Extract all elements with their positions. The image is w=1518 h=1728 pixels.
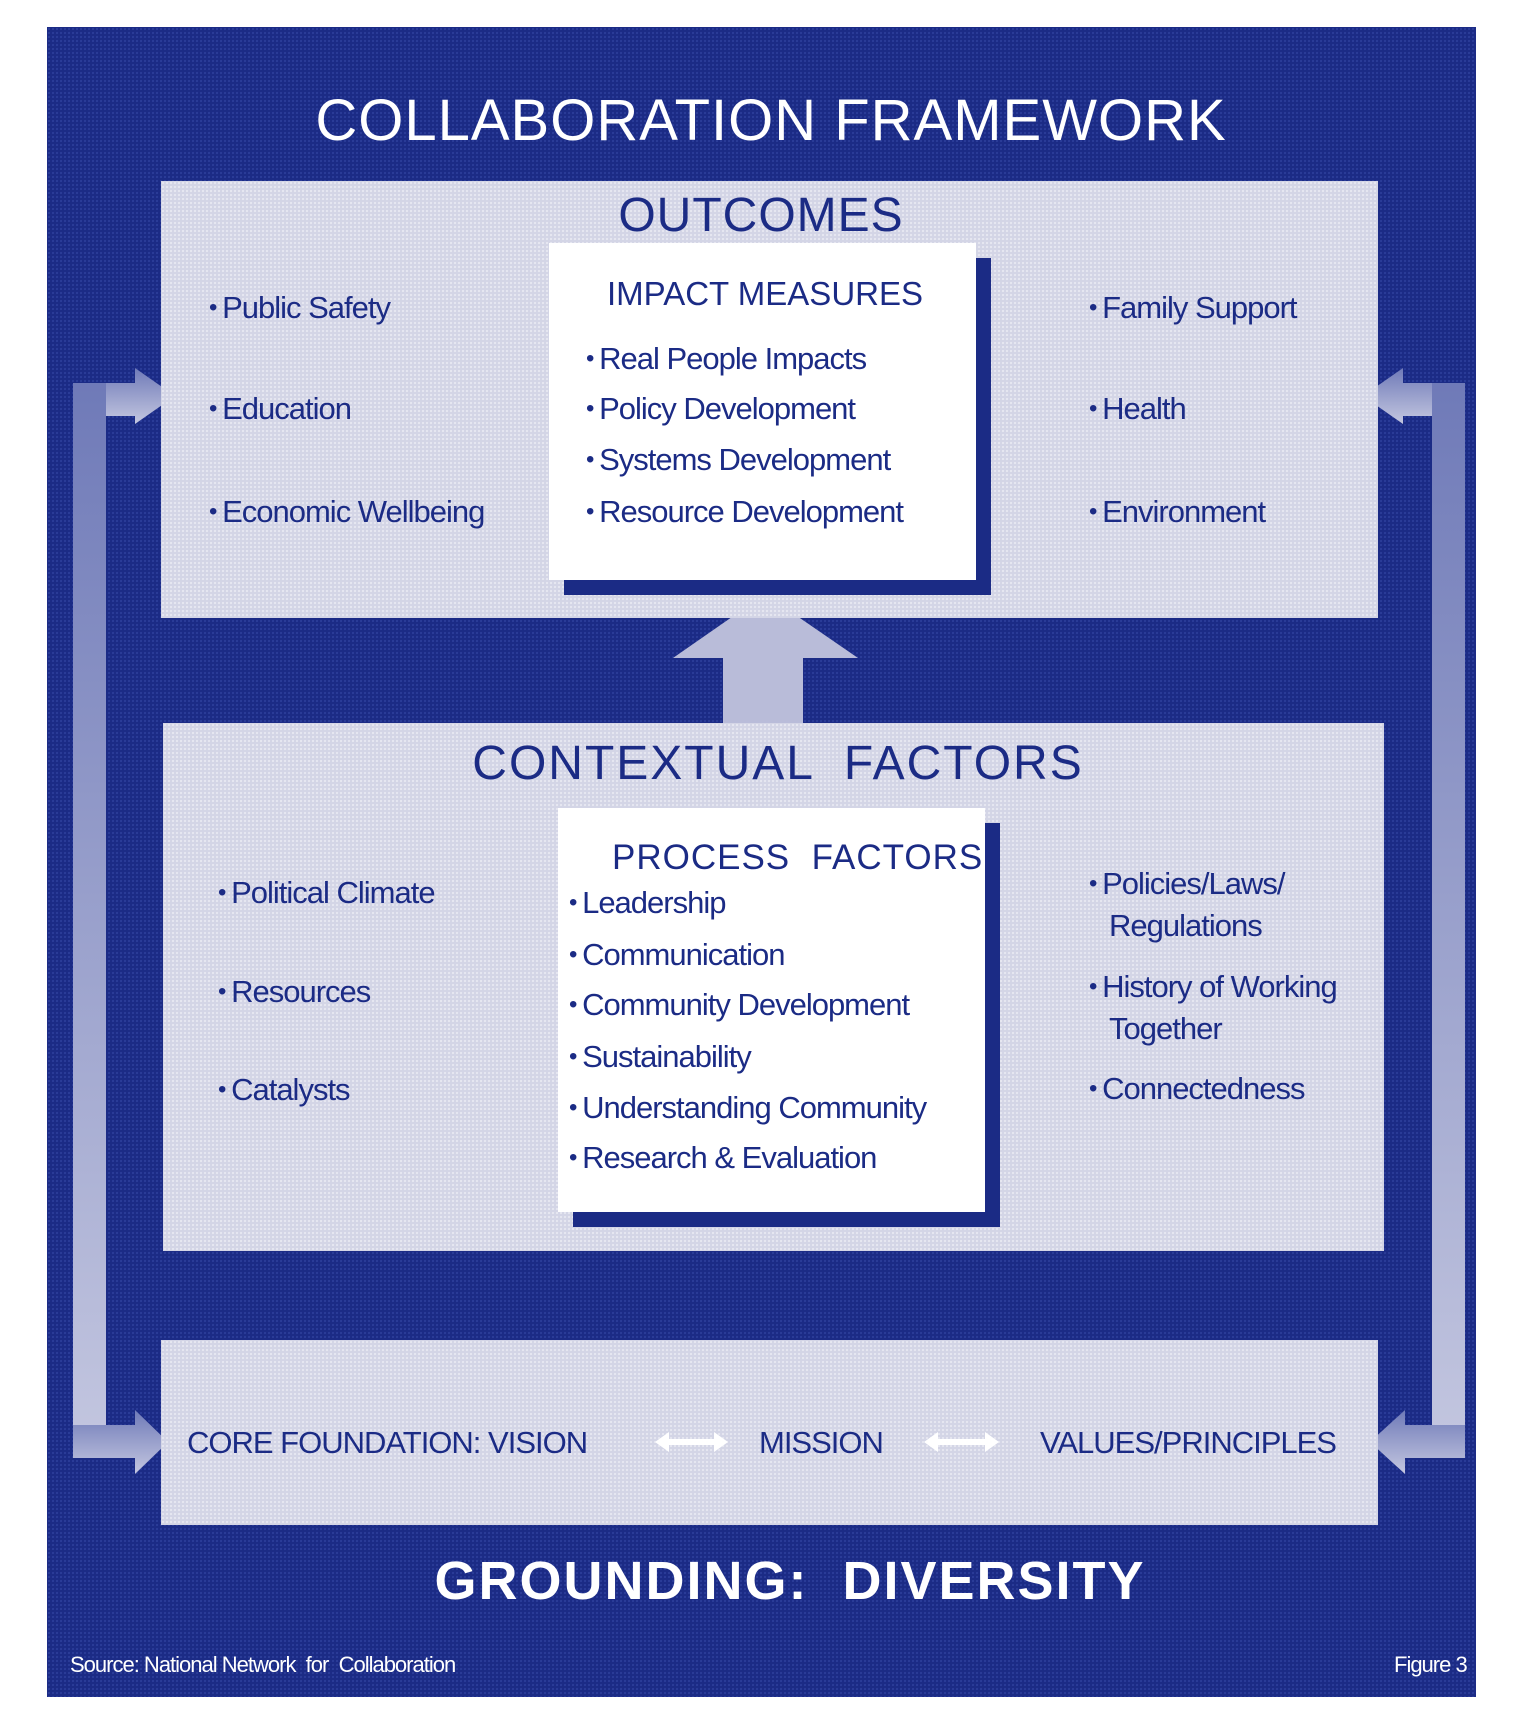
- impact-item: Resource Development: [586, 496, 904, 527]
- context-item: Connectedness: [1089, 1073, 1305, 1104]
- context-item-cont: Together: [1109, 1011, 1223, 1046]
- context-item: Catalysts: [218, 1074, 350, 1105]
- process-item: Community Development: [569, 989, 910, 1020]
- context-item: Policies/Laws/: [1089, 868, 1285, 899]
- impact-item: Policy Development: [586, 393, 856, 424]
- figure-number: Figure 3: [1394, 1652, 1468, 1677]
- page-title: COLLABORATION FRAMEWORK: [315, 88, 1227, 153]
- context-item: History of Working: [1089, 971, 1338, 1002]
- context-item: Resources: [218, 976, 371, 1007]
- source-note: Source: National Network for Collaborati…: [70, 1652, 456, 1677]
- outcome-item: Public Safety: [209, 292, 391, 323]
- right-loop-arrow: [1363, 368, 1465, 1474]
- double-arrow-icon: [655, 1432, 728, 1452]
- impact-measures-heading: IMPACT MEASURES: [607, 275, 923, 312]
- context-item-cont: Regulations: [1109, 908, 1263, 943]
- grounding-label: GROUNDING: DIVERSITY: [434, 1551, 1146, 1611]
- core-mission: MISSION: [759, 1425, 884, 1460]
- outcome-item: Health: [1089, 393, 1187, 424]
- outcome-item: Education: [209, 393, 352, 424]
- up-arrow: [673, 594, 858, 724]
- contextual-heading: CONTEXTUAL FACTORS: [472, 737, 1084, 790]
- process-item: Communication: [569, 939, 785, 970]
- process-factors-heading: PROCESS FACTORS: [612, 838, 984, 877]
- process-item: Research & Evaluation: [569, 1142, 877, 1173]
- core-foundation-panel: [161, 1340, 1378, 1525]
- outcomes-heading: OUTCOMES: [618, 189, 904, 242]
- impact-item: Systems Development: [586, 444, 891, 475]
- context-item: Political Climate: [218, 877, 436, 908]
- process-item: Understanding Community: [569, 1092, 927, 1123]
- impact-item: Real People Impacts: [586, 343, 867, 374]
- outcome-item: Family Support: [1089, 292, 1297, 323]
- process-item: Leadership: [569, 887, 726, 918]
- outcome-item: Environment: [1089, 496, 1266, 527]
- outcome-item: Economic Wellbeing: [209, 496, 485, 527]
- left-loop-arrow: [73, 368, 175, 1474]
- double-arrow-icon: [924, 1432, 999, 1452]
- core-vision: CORE FOUNDATION: VISION: [187, 1425, 588, 1460]
- core-values: VALUES/PRINCIPLES: [1040, 1425, 1337, 1460]
- process-item: Sustainability: [569, 1041, 752, 1072]
